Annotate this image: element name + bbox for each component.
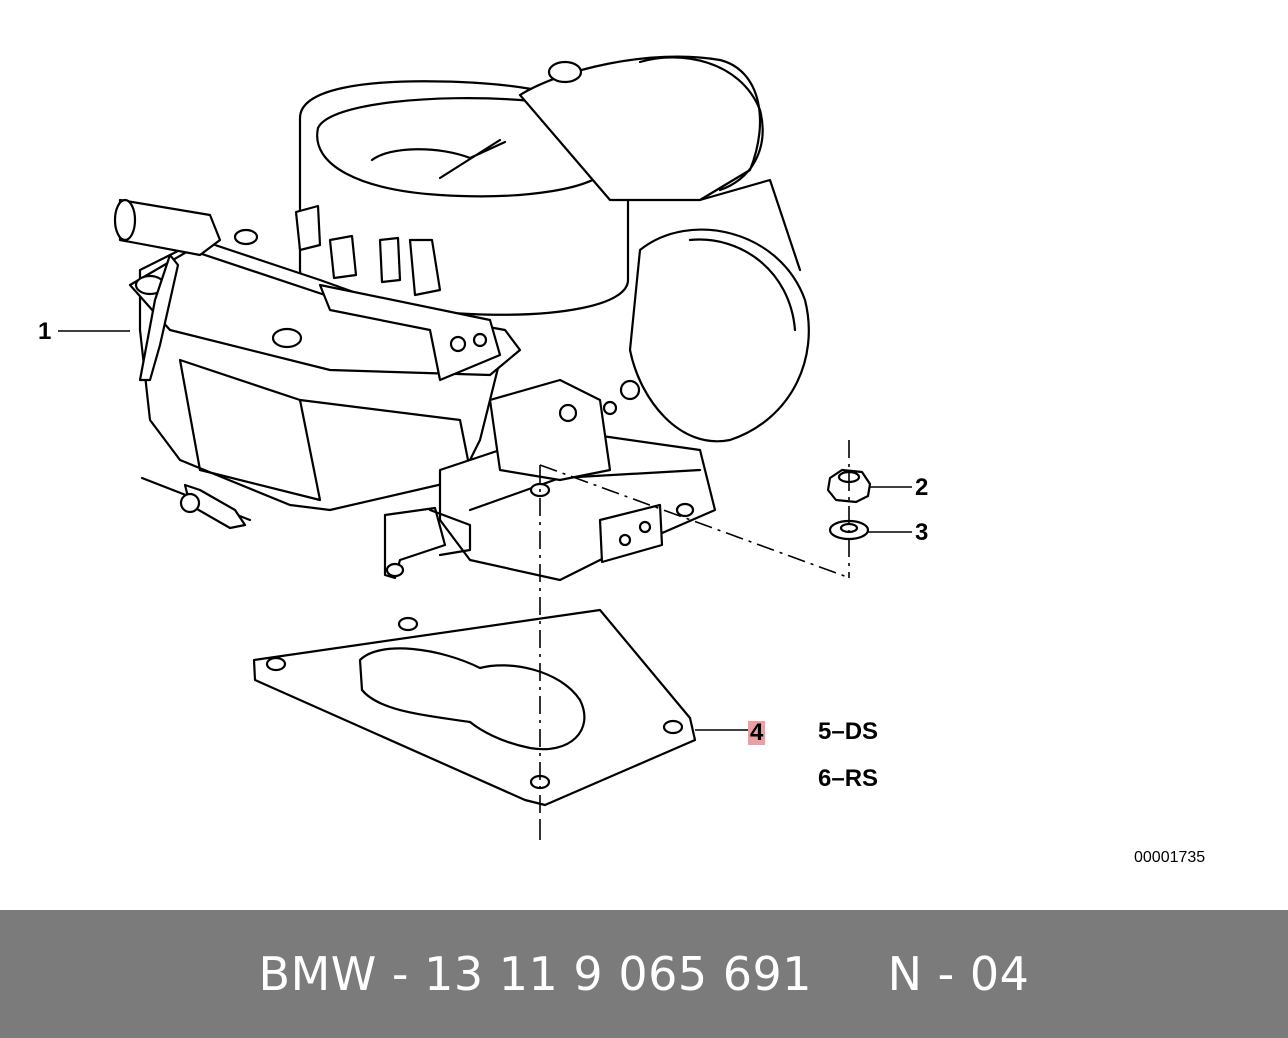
callout-3[interactable]: 3 (915, 519, 929, 546)
part-number-text: BMW - 13 11 9 065 691 N - 04 (258, 947, 1030, 1001)
callout-4-highlighted[interactable]: 4 (748, 719, 766, 746)
carburetor-exploded-drawing (58, 55, 912, 840)
part-number-footer: BMW - 13 11 9 065 691 N - 04 (0, 910, 1288, 1038)
variant-label-5-ds: 5–DS (818, 718, 879, 745)
variant-label-6-rs: 6–RS (818, 765, 879, 792)
callout-2[interactable]: 2 (915, 474, 929, 501)
drawing-number: 00001735 (1134, 849, 1206, 866)
parts-diagram: 1 2 3 4 5–DS 6–RS 00001735 (38, 55, 1206, 866)
callout-1[interactable]: 1 (38, 318, 52, 345)
